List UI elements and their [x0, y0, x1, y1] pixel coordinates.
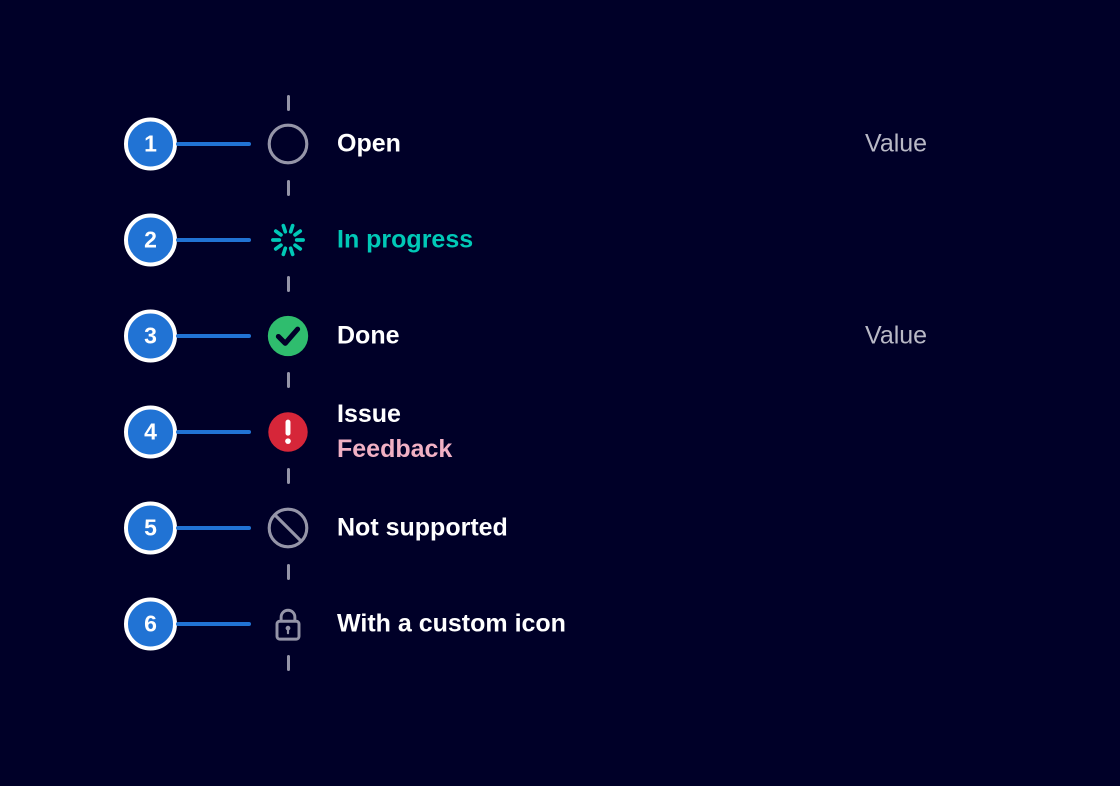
annotation-marker-1[interactable]: 1 [124, 117, 177, 171]
spinner-icon [266, 218, 310, 262]
not-supported-icon [266, 506, 310, 550]
timeline-dash [286, 372, 290, 388]
item-label: Done [337, 321, 400, 350]
annotation-marker-4[interactable]: 4 [124, 405, 177, 459]
annotation-connector [176, 526, 251, 530]
annotation-marker-5[interactable]: 5 [124, 501, 177, 555]
annotation-connector [176, 238, 251, 242]
annotation-number: 5 [144, 514, 157, 541]
item-value: Value [865, 129, 928, 158]
annotation-connector [176, 430, 251, 434]
issue-exclamation-icon [266, 410, 310, 454]
annotation-number: 2 [144, 226, 157, 253]
item-label: Not supported [337, 513, 508, 542]
timeline-dash [286, 468, 290, 484]
annotation-connector [176, 622, 251, 626]
annotation-marker-6[interactable]: 6 [124, 597, 177, 651]
annotation-number: 3 [144, 322, 157, 349]
annotation-connector [176, 142, 251, 146]
annotation-number: 6 [144, 610, 157, 637]
timeline-item-not-supported: 5 Not supported [0, 480, 1120, 576]
timeline-dash [286, 276, 290, 292]
open-circle-icon [266, 122, 310, 166]
annotation-number: 4 [144, 418, 157, 445]
timeline-item-done: 3 Done Value [0, 288, 1120, 384]
annotation-marker-2[interactable]: 2 [124, 213, 177, 267]
annotation-marker-3[interactable]: 3 [124, 309, 177, 363]
timeline-item-custom: 6 With a custom icon [0, 576, 1120, 672]
item-label: Issue [337, 400, 401, 428]
item-label: Open [337, 129, 401, 158]
timeline: 1 Open Value 2 [0, 96, 1120, 672]
done-check-icon [266, 314, 310, 358]
lock-icon [266, 602, 310, 646]
timeline-item-open: 1 Open Value [0, 96, 1120, 192]
timeline-item-issue: 4 Issue Feedback [0, 384, 1120, 480]
timeline-dash [286, 655, 290, 671]
item-label: In progress [337, 225, 474, 254]
timeline-dash [286, 95, 290, 111]
annotation-connector [176, 334, 251, 338]
timeline-dash [286, 180, 290, 196]
item-value: Value [865, 321, 928, 350]
annotation-number: 1 [144, 130, 157, 157]
timeline-item-in-progress: 2 In progress [0, 192, 1120, 288]
timeline-dash [286, 564, 290, 580]
item-label: With a custom icon [337, 609, 566, 638]
item-sublabel: Feedback [337, 435, 453, 463]
